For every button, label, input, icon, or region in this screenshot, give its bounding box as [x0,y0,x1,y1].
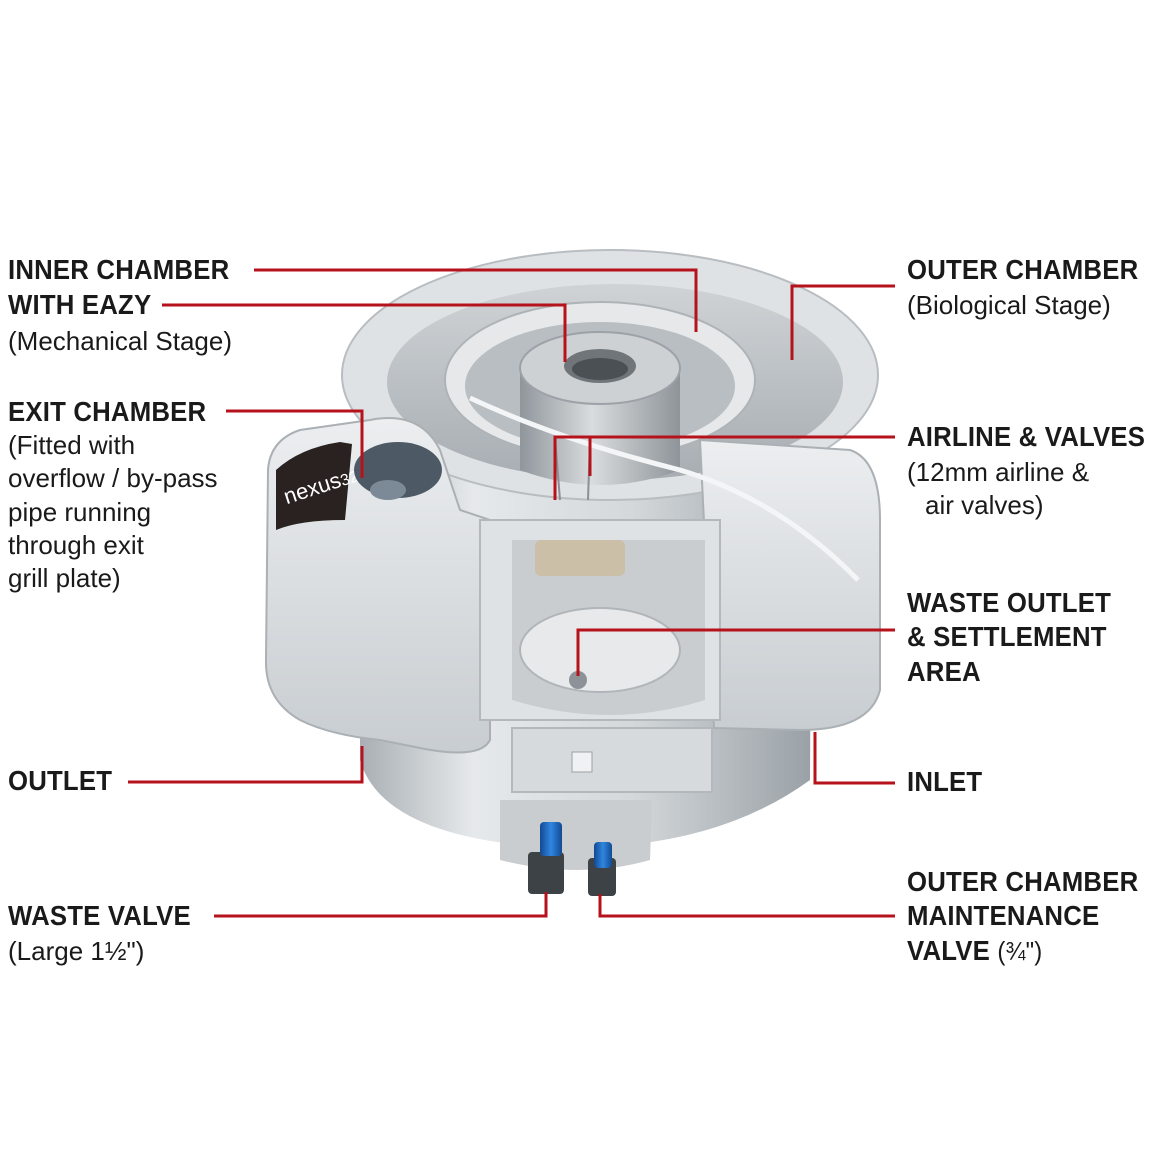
leader-inlet [813,732,895,785]
leader-inner-chamber [254,268,698,332]
leader-outer-chamber [790,284,895,360]
inlet-title: INLET [907,766,983,797]
maintenance-valve-title-3: VALVE (¾") [907,935,1138,966]
label-inlet: INLET [907,766,989,797]
maintenance-valve-title-2: MAINTENANCE [907,900,1100,932]
exit-chamber-sub-1: (Fitted with [8,430,136,461]
leader-airline-1 [553,435,895,500]
label-inner-chamber: INNER CHAMBER WITH EAZY (Mechanical Stag… [8,254,249,356]
outer-chamber-subtitle: (Biological Stage) [907,290,1111,321]
leader-exit-chamber [226,409,364,478]
label-waste-valve: WASTE VALVE (Large 1½") [8,900,207,966]
leader-outlet [128,746,364,784]
waste-outlet-hole [569,671,587,689]
leader-maintenance-valve [598,894,895,918]
inlet-housing [698,438,881,732]
cylinder-hole-inner [572,358,628,380]
label-waste-outlet: WASTE OUTLET & SETTLEMENT AREA [907,587,1129,687]
brand-panel [276,442,352,530]
leader-waste-outlet [576,628,895,676]
bypass-pipe [370,480,406,500]
inner-chamber-title-2: WITH EAZY [8,289,152,321]
inner-chamber-subtitle: (Mechanical Stage) [8,325,232,356]
leader-eazy [162,303,567,362]
label-exit-chamber: EXIT CHAMBER (Fitted with overflow / by-… [8,396,224,593]
waste-outlet-title-3: AREA [907,655,981,687]
waste-outlet-title-1: WASTE OUTLET [907,587,1111,618]
waste-valve-icon [528,822,564,894]
exit-chamber-sub-3: pipe running [8,496,152,527]
waste-valve-title: WASTE VALVE [8,900,191,931]
exit-chamber-title: EXIT CHAMBER [8,396,207,427]
leader-waste-valve [214,892,548,918]
inner-chamber-title: INNER CHAMBER [8,254,230,285]
lower-cup [571,751,593,773]
label-outer-chamber: OUTER CHAMBER (Biological Stage) [907,254,1158,320]
label-outlet: OUTLET [8,765,121,796]
brush-module [535,540,625,576]
maintenance-valve-title-1: OUTER CHAMBER [907,866,1139,897]
label-maintenance-valve: OUTER CHAMBER MAINTENANCE VALVE (¾") [907,866,1158,966]
maintenance-valve-icon [588,842,616,896]
airline-title: AIRLINE & VALVES [907,421,1146,452]
outer-chamber-title: OUTER CHAMBER [907,254,1139,285]
airline-sub-2: air valves) [925,490,1044,521]
exit-chamber-sub-4: through exit [8,529,144,560]
waste-outlet-title-2: & SETTLEMENT [907,621,1107,653]
label-airline: AIRLINE & VALVES (12mm airline & air val… [907,421,1166,521]
airline-sub-1: (12mm airline & [907,457,1090,488]
exit-chamber-sub-5: grill plate) [8,562,121,593]
lower-window [511,727,713,793]
maintenance-valve-size: (¾") [997,935,1043,966]
airline-tube [468,395,860,582]
leader-lines [128,268,895,918]
outlet-title: OUTLET [8,765,113,796]
base-block [500,800,652,870]
exit-chamber-sub-2: overflow / by-pass [8,463,218,494]
maintenance-valve-word: VALVE [907,934,990,966]
waste-valve-subtitle: (Large 1½") [8,936,145,967]
nexus-filter-illustration: nexus320 [264,249,881,896]
settlement-area [519,607,681,693]
